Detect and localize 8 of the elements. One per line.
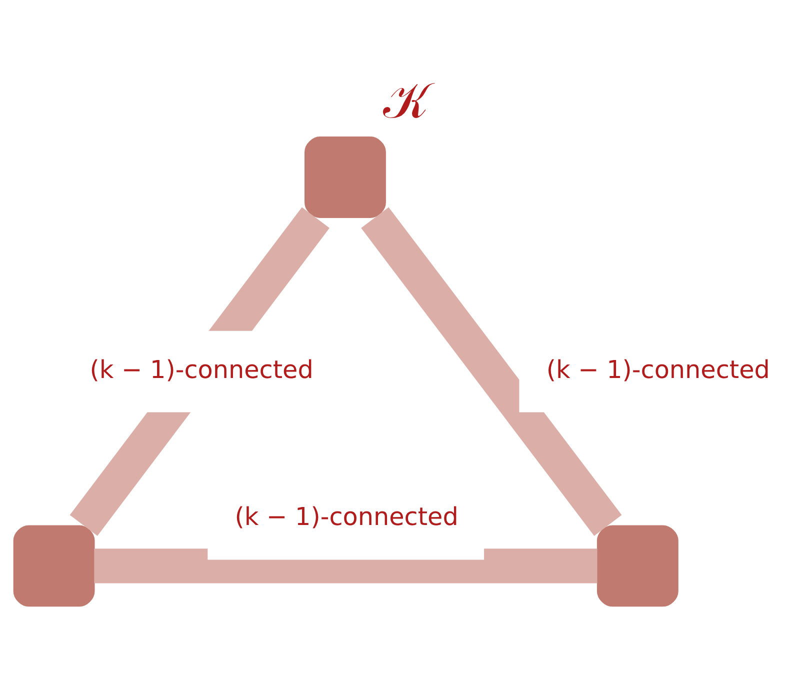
connector — [360, 206, 622, 536]
edge-label: (k − 1)-connected — [546, 354, 770, 384]
node-box — [12, 524, 94, 606]
node-box — [304, 136, 386, 218]
edge-label: (k − 1)-connected — [89, 354, 313, 384]
node-box — [596, 524, 678, 606]
edge-label: (k − 1)-connected — [234, 502, 458, 531]
connector — [94, 548, 597, 583]
